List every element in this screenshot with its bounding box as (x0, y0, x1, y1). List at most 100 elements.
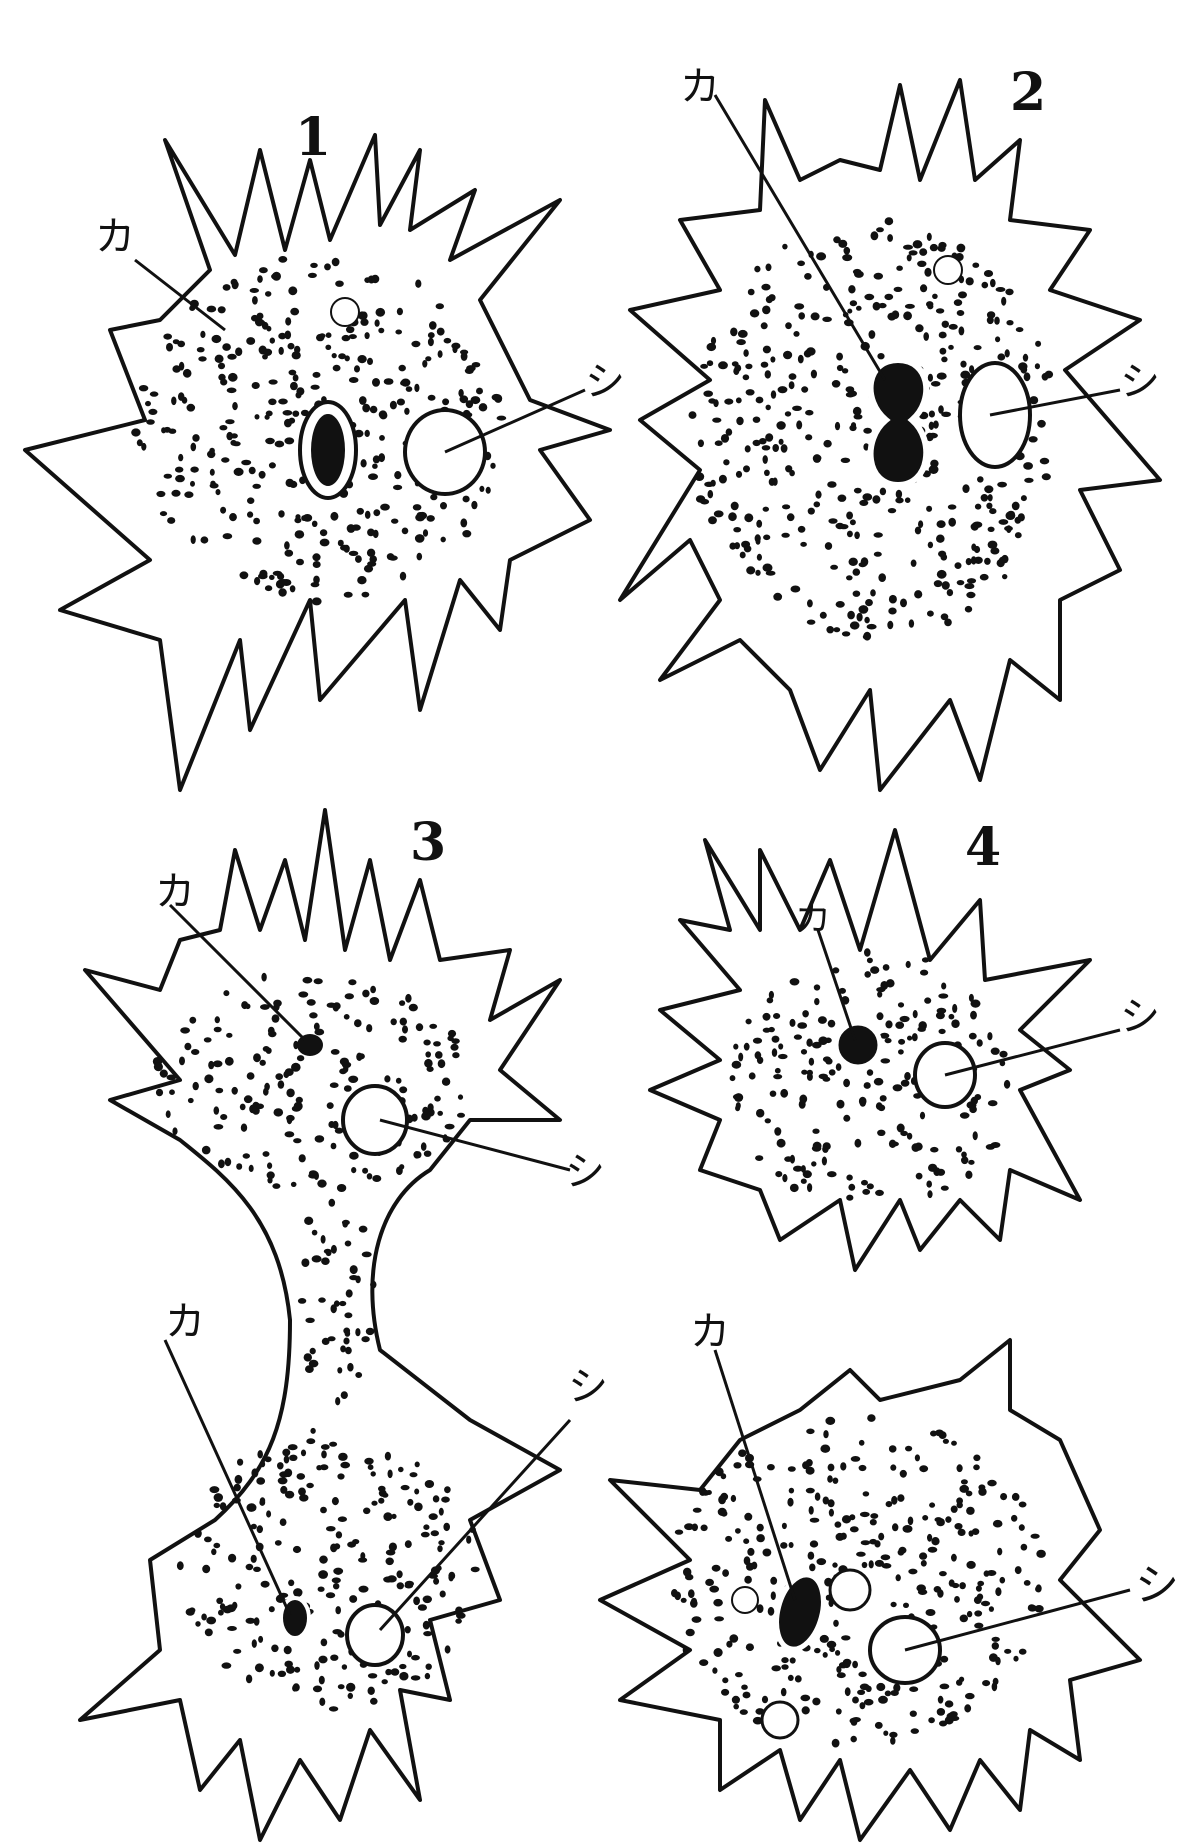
granule-dot (367, 358, 373, 365)
granule-dot (988, 541, 998, 549)
granule-dot (1001, 297, 1006, 306)
granule-dot (731, 1495, 736, 1502)
granule-dot (429, 1024, 437, 1029)
granule-dot (930, 1431, 937, 1437)
granule-dot (889, 1140, 896, 1148)
granule-dot (836, 601, 845, 608)
granule-dot (439, 1508, 444, 1516)
granule-dot (856, 1552, 866, 1557)
granule-dot (692, 1616, 702, 1623)
granule-dot (399, 1000, 405, 1006)
granule-dot (359, 396, 367, 405)
granule-dot (347, 1542, 356, 1548)
granule-dot (269, 575, 275, 580)
granule-dot (772, 1048, 777, 1057)
granule-dot (339, 1301, 346, 1306)
granule-dot (992, 1637, 1000, 1642)
granule-dot (982, 282, 989, 289)
granule-dot (227, 354, 236, 360)
granule-dot (810, 1518, 820, 1523)
granule-dot (287, 1115, 293, 1124)
granule-dot (829, 1069, 836, 1075)
granule-dot (863, 428, 872, 434)
granule-dot (886, 979, 895, 987)
granule-dot (917, 261, 926, 267)
granule-dot (889, 1445, 897, 1452)
granule-dot (810, 1540, 818, 1547)
granule-dot (701, 1490, 710, 1496)
granule-dot (346, 1289, 353, 1297)
granule-dot (1006, 511, 1016, 520)
granule-dot (927, 1190, 932, 1198)
granule-dot (256, 1104, 264, 1110)
granule-dot (338, 1684, 345, 1689)
granule-dot (763, 1013, 771, 1021)
granule-dot (755, 570, 760, 576)
granule-dot (798, 312, 805, 319)
granule-dot (843, 1115, 850, 1122)
granule-dot (250, 288, 259, 293)
granule-dot (318, 1570, 328, 1579)
granule-dot (270, 338, 275, 344)
granule-dot (1019, 1524, 1025, 1531)
granule-dot (175, 467, 183, 473)
granule-dot (911, 1728, 919, 1734)
granule-dot (291, 1063, 301, 1072)
granule-dot (346, 326, 354, 333)
granule-dot (314, 978, 323, 984)
granule-dot (303, 977, 313, 984)
granule-dot (842, 631, 850, 636)
granule-dot (175, 475, 185, 482)
granule-dot (733, 1704, 739, 1710)
granule-dot (877, 991, 882, 997)
granule-dot (798, 355, 804, 364)
granule-dot (930, 1147, 938, 1153)
granule-dot (362, 592, 370, 598)
granule-dot (306, 1438, 315, 1444)
granule-dot (688, 1589, 695, 1598)
granule-dot (220, 1114, 227, 1120)
granule-dot (977, 1039, 983, 1047)
granule-dot (204, 1074, 213, 1083)
granule-dot (391, 1668, 400, 1675)
granule-dot (802, 1706, 810, 1714)
granule-dot (223, 990, 229, 996)
granule-dot (332, 1497, 339, 1505)
granule-dot (846, 392, 855, 398)
granule-dot (780, 1089, 788, 1098)
granule-dot (236, 1163, 242, 1170)
granule-dot (762, 445, 771, 450)
granule-dot (792, 406, 802, 411)
granule-dot (913, 1010, 918, 1018)
granule-dot (227, 1626, 237, 1631)
granule-dot (800, 542, 807, 547)
granule-dot (266, 326, 271, 332)
granule-dot (382, 1493, 389, 1498)
granule-dot (249, 467, 256, 475)
granule-dot (853, 591, 861, 597)
granule-dot (314, 1029, 324, 1036)
granule-dot (318, 1587, 325, 1592)
granule-dot (261, 973, 266, 982)
granule-dot (265, 585, 272, 591)
granule-dot (945, 1516, 951, 1523)
granule-dot (745, 364, 752, 370)
granule-dot (969, 1530, 974, 1536)
granule-dot (801, 1049, 807, 1055)
granule-dot (372, 1175, 381, 1182)
granule-dot (891, 1602, 897, 1607)
granule-dot (275, 1540, 282, 1546)
granule-dot (218, 363, 225, 370)
granule-dot (839, 1662, 848, 1668)
granule-dot (746, 566, 755, 574)
granule-dot (171, 490, 180, 497)
granule-dot (943, 1439, 949, 1444)
granule-dot (347, 1363, 353, 1372)
granule-dot (433, 1578, 439, 1585)
granule-dot (397, 399, 405, 406)
granule-dot (900, 599, 907, 608)
granule-dot (995, 336, 1000, 342)
granule-dot (438, 1540, 444, 1545)
granule-dot (756, 1109, 764, 1118)
granule-dot (926, 301, 933, 307)
